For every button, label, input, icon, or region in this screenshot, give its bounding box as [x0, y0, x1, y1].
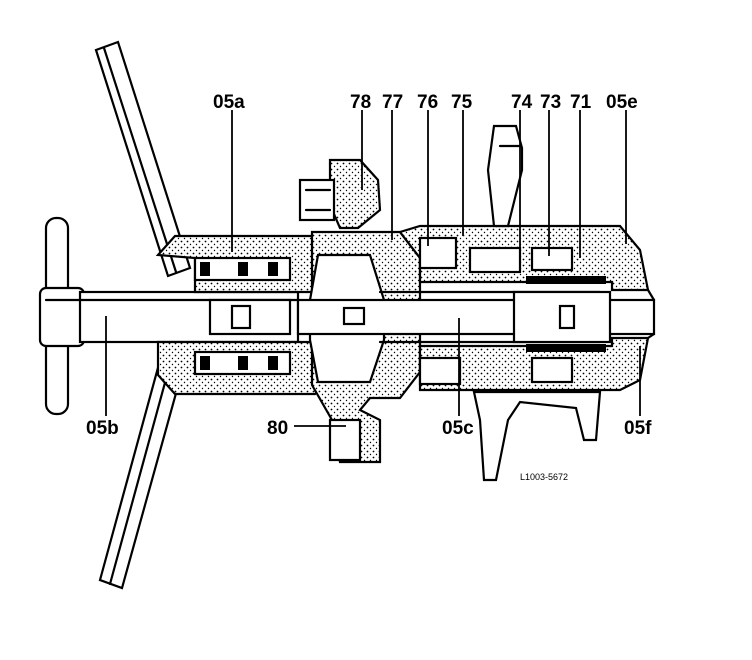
- figure-code: L1003-5672: [520, 472, 568, 482]
- housing-05e: [398, 224, 650, 392]
- t-handle: [38, 216, 86, 416]
- leader-lines: [105, 110, 641, 427]
- label-77: 77: [382, 92, 403, 113]
- part-labels: 05a 78 77 76 75 74 73 71 05e 05b 80 05c …: [86, 92, 652, 482]
- label-75: 75: [451, 92, 473, 113]
- shaft-end-05f: [646, 288, 656, 340]
- lower-bracket: [472, 390, 602, 482]
- label-05b: 05b: [86, 418, 119, 439]
- label-05f: 05f: [624, 418, 652, 439]
- label-74: 74: [511, 92, 533, 113]
- label-05c: 05c: [442, 418, 474, 439]
- label-73: 73: [540, 92, 561, 113]
- label-05e: 05e: [606, 92, 638, 113]
- label-78: 78: [350, 92, 371, 113]
- label-76: 76: [417, 92, 438, 113]
- lever-arm-top: [486, 124, 524, 228]
- label-80: 80: [267, 418, 288, 439]
- label-71: 71: [570, 92, 592, 113]
- label-05a: 05a: [213, 92, 245, 113]
- upper-handle-bar: [94, 40, 192, 278]
